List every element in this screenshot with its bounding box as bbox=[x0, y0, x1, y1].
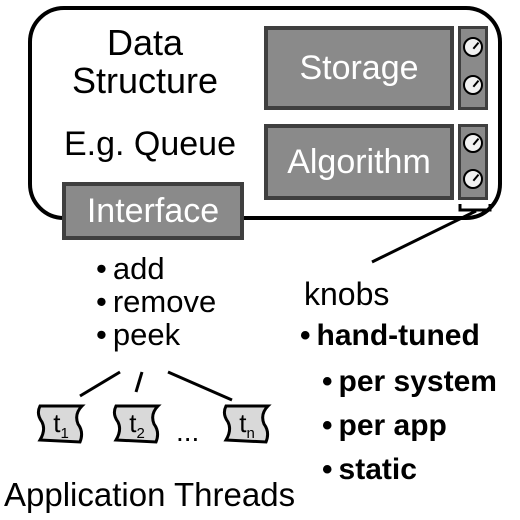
application-threads-label: Application Threads bbox=[4, 476, 296, 513]
thread-sub: 1 bbox=[60, 425, 69, 443]
knob-icon bbox=[463, 169, 483, 189]
knob-property-static: static bbox=[322, 450, 417, 490]
storage-knobs bbox=[458, 26, 488, 110]
scroll-shape-icon bbox=[112, 404, 162, 444]
storage-box: Storage bbox=[264, 26, 454, 110]
knob-bracket bbox=[458, 204, 492, 212]
thread-sub: 2 bbox=[136, 425, 145, 443]
thread-label: t2 bbox=[112, 408, 162, 442]
op-peek: peek bbox=[96, 318, 216, 351]
knob-property-per-system: per system bbox=[322, 362, 497, 402]
algorithm-label: Algorithm bbox=[287, 142, 431, 181]
thread-t2: t2 bbox=[112, 402, 162, 446]
thread-line-1 bbox=[79, 370, 121, 398]
knob-icon bbox=[463, 133, 483, 153]
thread-base: t bbox=[239, 408, 247, 438]
knob-property-hand-tuned: hand-tuned bbox=[300, 316, 480, 356]
knob-icon bbox=[463, 75, 483, 95]
title-line-1: Data bbox=[106, 22, 184, 63]
knob-icon bbox=[463, 37, 483, 57]
thread-ellipsis: ... bbox=[176, 416, 200, 447]
interface-box: Interface bbox=[62, 182, 244, 240]
thread-base: t bbox=[53, 408, 61, 438]
thread-sub: n bbox=[246, 425, 255, 443]
example-label: E.g. Queue bbox=[63, 125, 236, 163]
thread-line-2 bbox=[134, 371, 144, 393]
thread-base: t bbox=[129, 408, 137, 438]
storage-label: Storage bbox=[299, 48, 419, 87]
thread-label: tn bbox=[222, 408, 272, 442]
knobs-label: knobs bbox=[304, 276, 390, 312]
op-add: add bbox=[96, 252, 216, 285]
scroll-shape-icon bbox=[36, 404, 86, 444]
thread-tn: tn bbox=[222, 402, 272, 446]
algorithm-box: Algorithm bbox=[264, 124, 454, 200]
algorithm-knobs bbox=[458, 124, 488, 200]
interface-label: Interface bbox=[86, 191, 220, 230]
data-structure-title: Data Structure bbox=[60, 24, 230, 100]
thread-line-n bbox=[167, 370, 233, 402]
interface-ops-list: add remove peek bbox=[96, 252, 216, 351]
thread-label: t1 bbox=[36, 408, 86, 442]
knobs-pointer-line bbox=[371, 209, 477, 264]
op-remove: remove bbox=[96, 285, 216, 318]
knob-property-per-app: per app bbox=[322, 406, 447, 446]
scroll-shape-icon bbox=[222, 404, 272, 444]
thread-t1: t1 bbox=[36, 402, 86, 446]
title-line-2: Structure bbox=[71, 60, 219, 101]
